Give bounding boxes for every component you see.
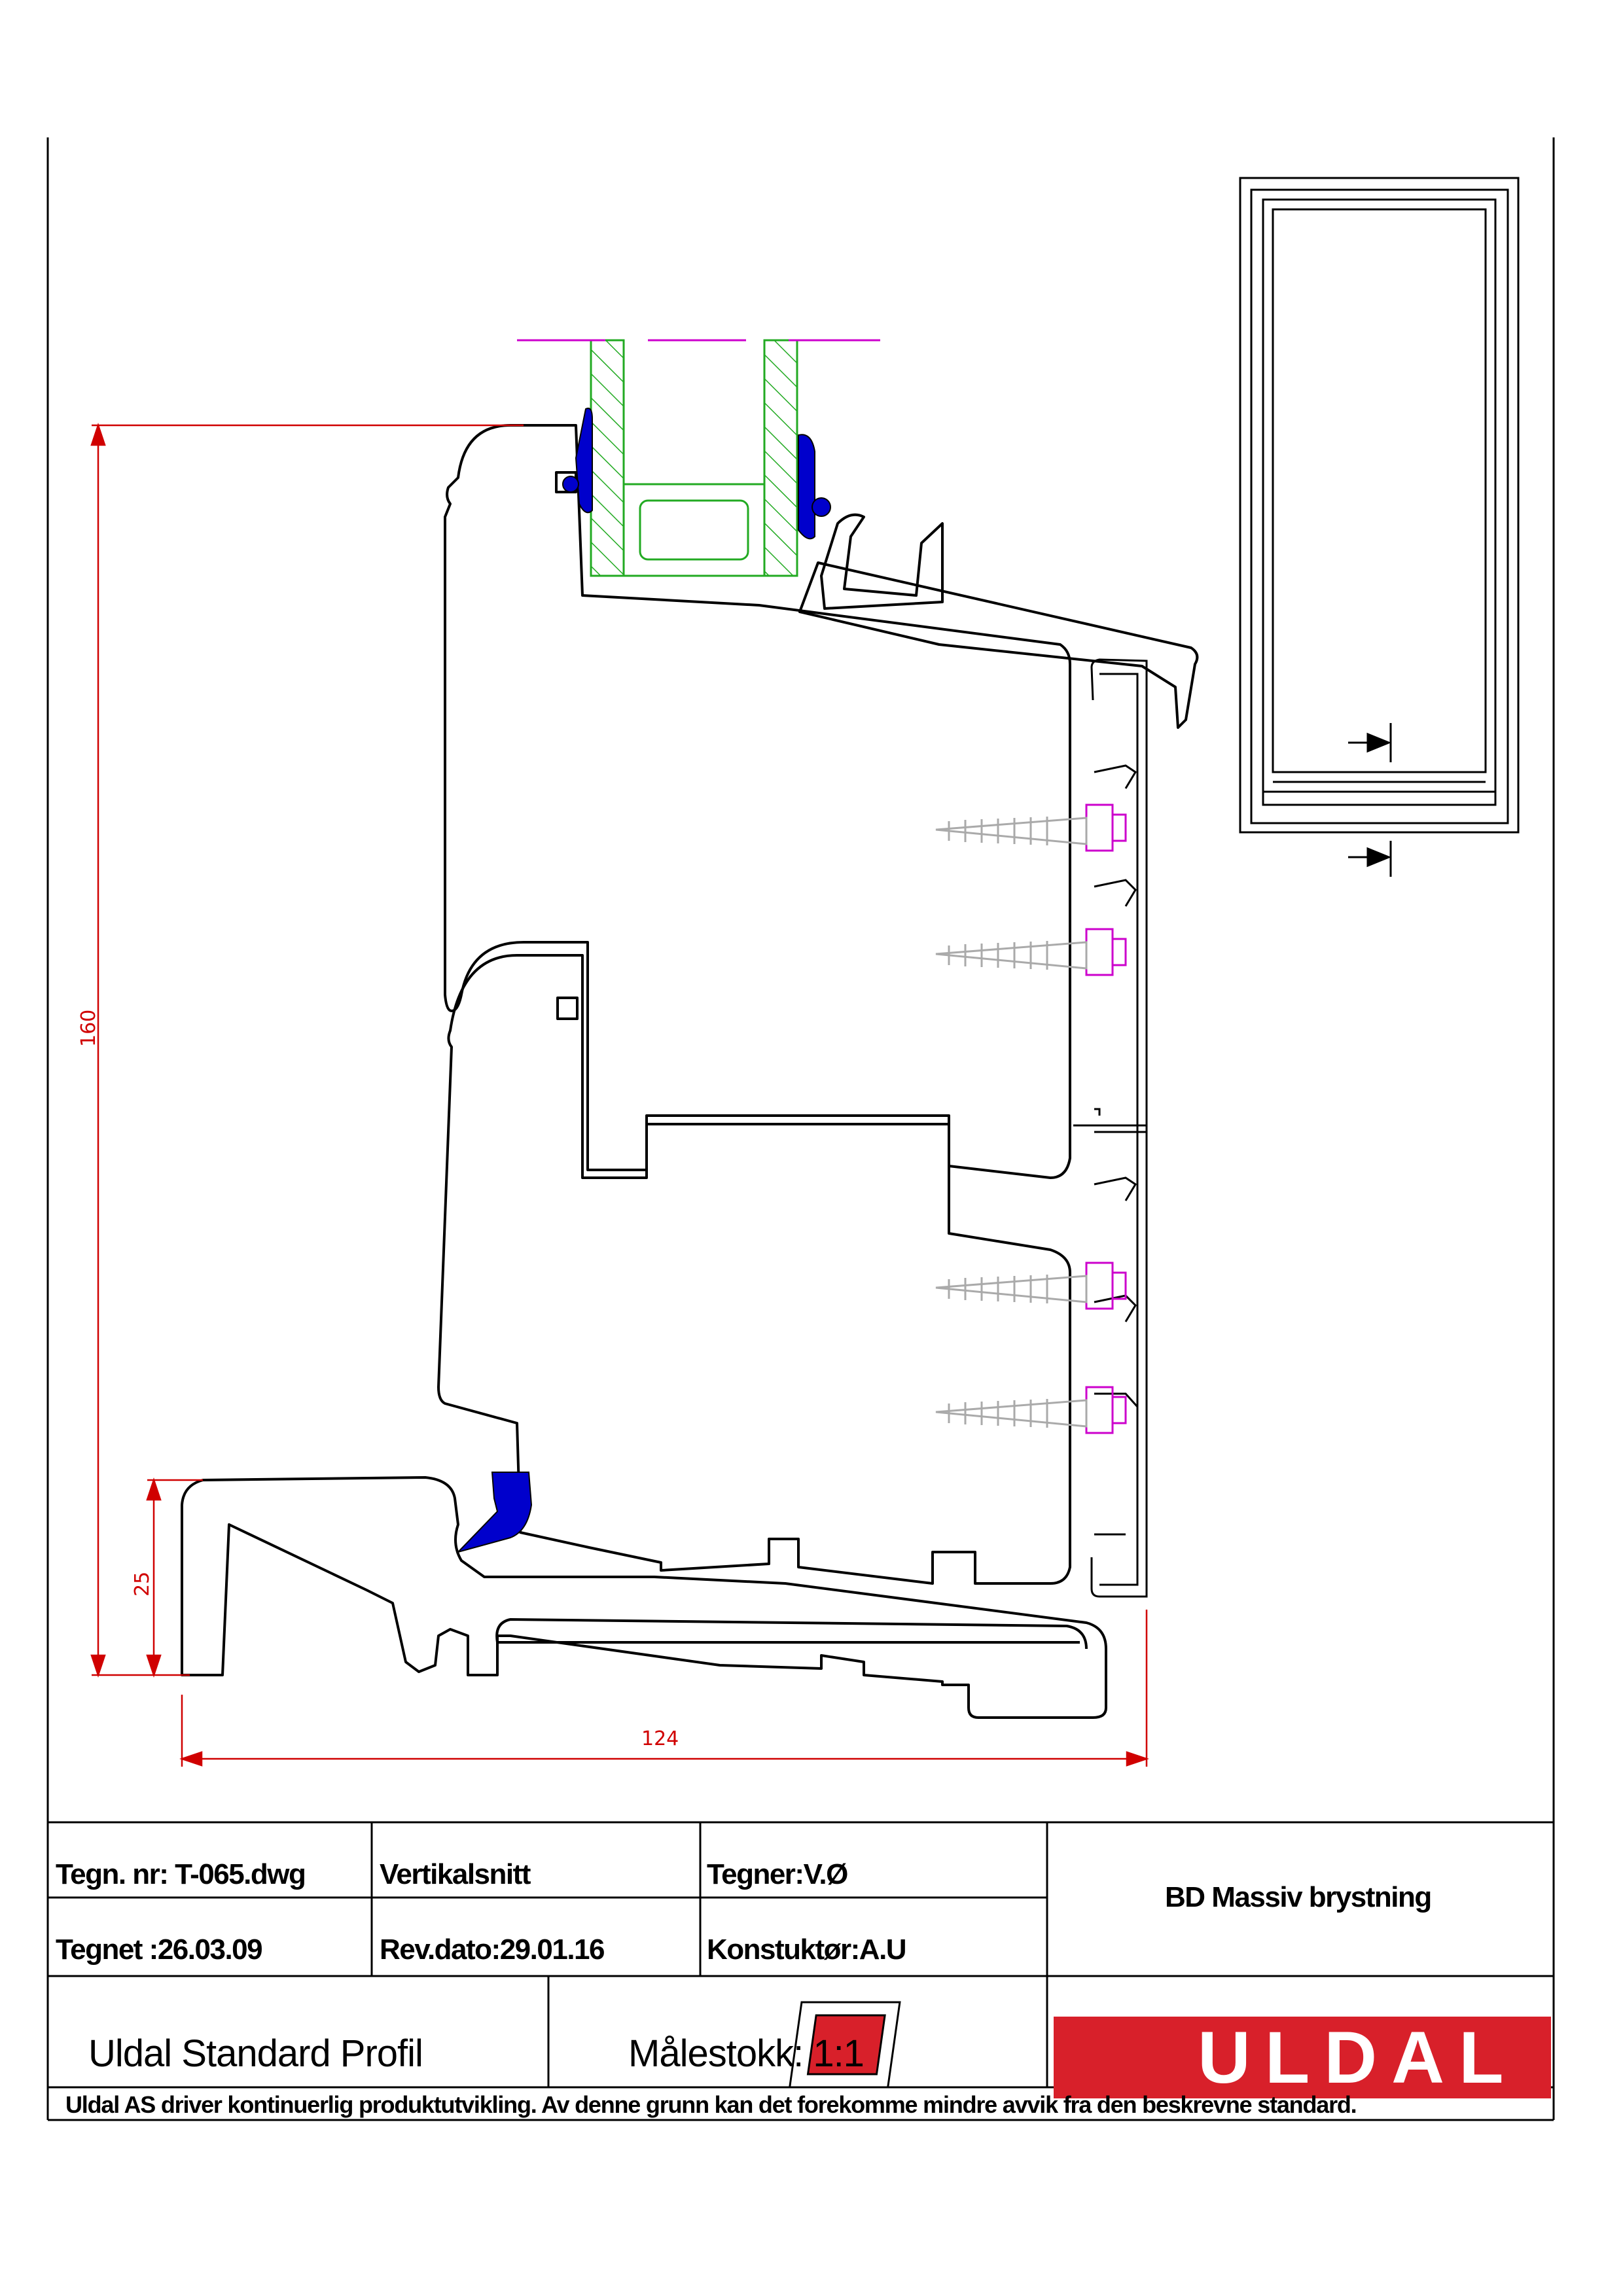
dim-overall-height: 160 <box>77 1009 100 1047</box>
dimension-lines <box>90 423 1149 1767</box>
section-name: Vertikalsnitt <box>380 1858 531 1890</box>
revision-date: Rev.dato:29.01.16 <box>380 1934 605 1966</box>
profile-section <box>181 424 1199 1719</box>
key-plan <box>1239 177 1520 877</box>
product-name: BD Massiv brystning <box>1165 1881 1432 1913</box>
cover-profile <box>1073 658 1148 1598</box>
designer: Konstuktør:A.U <box>707 1934 907 1966</box>
screws <box>935 817 1088 1428</box>
uldal-logo-emblem <box>788 2001 901 2089</box>
scale: Målestokk: 1:1 <box>628 2032 865 2075</box>
dim-overall-width: 124 <box>641 1727 679 1750</box>
uldal-logo-text: ULDAL <box>1198 2017 1518 2098</box>
sheet-frame <box>46 137 1555 2084</box>
drafter: Tegner:V.Ø <box>707 1858 848 1890</box>
drawing-number: Tegn. nr: T-065.dwg <box>56 1858 306 1890</box>
fixing-clips <box>1085 804 1127 1434</box>
glass-unit <box>590 339 798 577</box>
drawn-date: Tegnet :26.03.09 <box>56 1934 263 1966</box>
dim-sill-height: 25 <box>131 1571 154 1597</box>
footer-disclaimer: Uldal AS driver kontinuerlig produktutvi… <box>65 2091 1357 2118</box>
uldal-logo-banner <box>1054 2017 1551 2098</box>
profile-name: Uldal Standard Profil <box>88 2032 423 2075</box>
gaskets <box>455 408 831 1553</box>
